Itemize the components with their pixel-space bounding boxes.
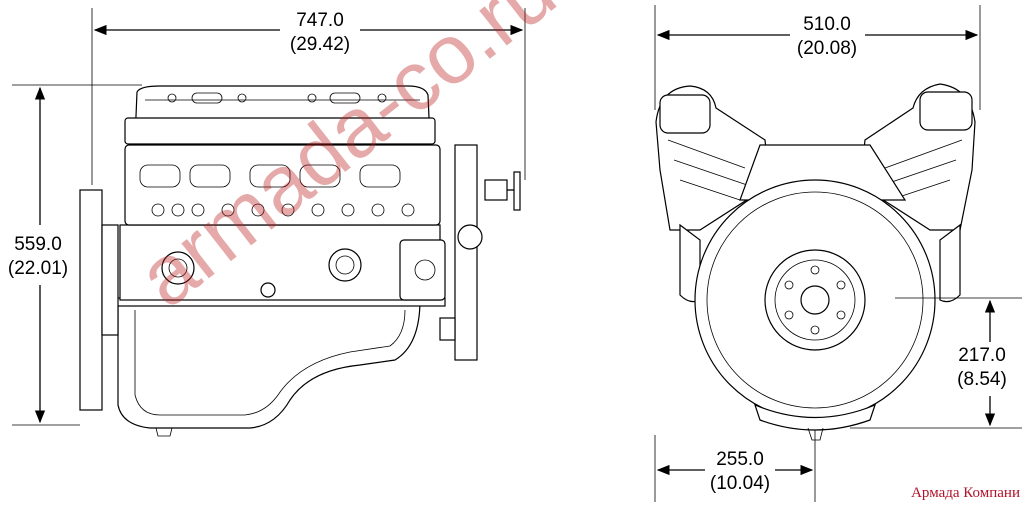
engine-rear-view [655, 83, 976, 441]
crank-offset-in: (10.04) [710, 473, 770, 494]
dimension-labels: 747.0 (29.42) 559.0 (22.01) 510.0 (20.08… [8, 10, 1007, 494]
side-width-in: (20.08) [797, 38, 857, 59]
crank-height-mm: 217.0 [958, 345, 1006, 366]
front-width-mm: 747.0 [296, 10, 344, 31]
front-height-mm: 559.0 [14, 234, 62, 255]
brand-logo-text: Армада Компани [911, 485, 1020, 501]
crank-height-in: (8.54) [957, 369, 1007, 390]
engine-front-view [79, 85, 521, 437]
dimension-lines [12, 5, 1022, 502]
front-width-in: (29.42) [290, 34, 350, 55]
front-height-in: (22.01) [8, 258, 68, 279]
crank-offset-mm: 255.0 [716, 449, 764, 470]
side-width-mm: 510.0 [803, 14, 851, 35]
